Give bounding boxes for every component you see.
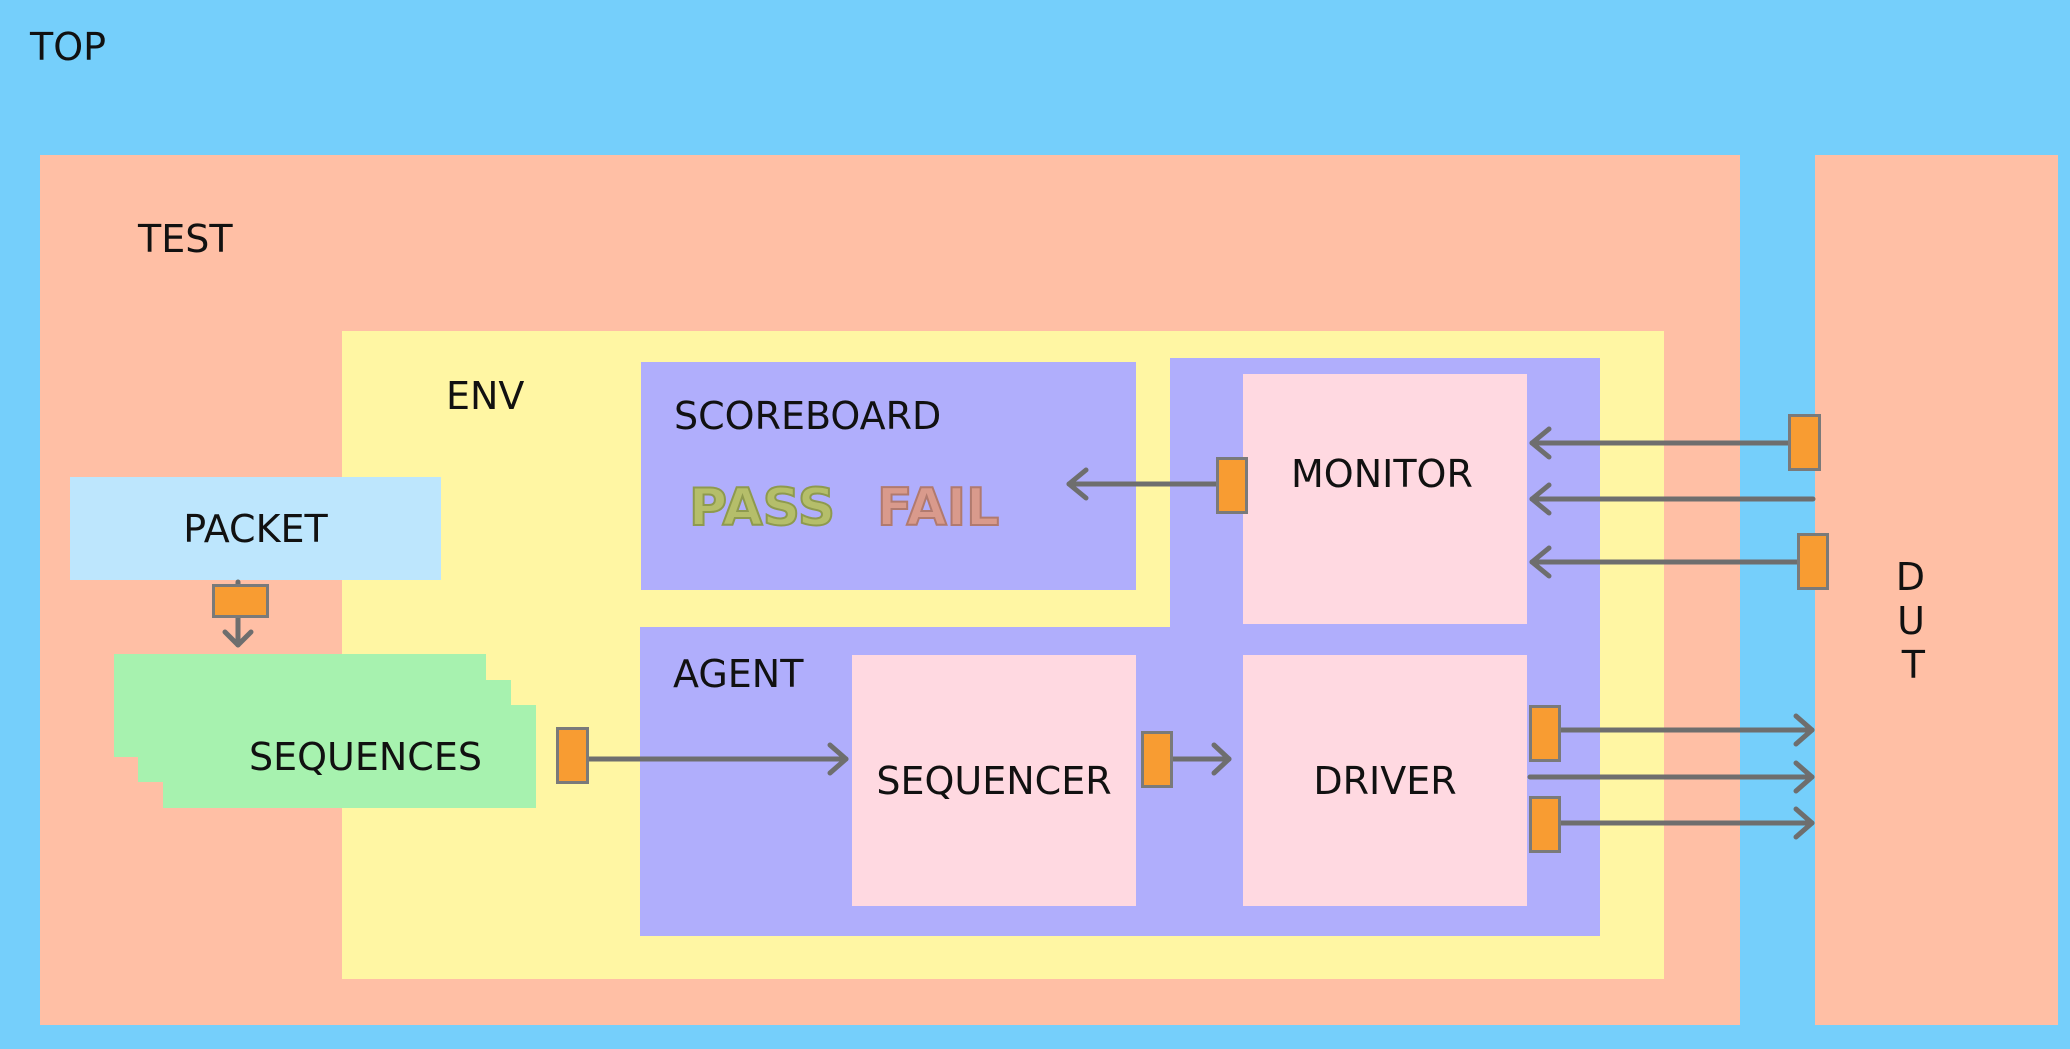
driver-label: DRIVER [1313,758,1457,803]
port-sequences [556,727,589,784]
port-sequencer [1141,731,1173,788]
sequences-block: SEQUENCES [163,705,536,808]
driver-block: DRIVER [1243,655,1527,906]
pass-label: PASS [688,477,836,539]
monitor-block: MONITOR [1243,374,1527,624]
port-dut-out-3 [1797,533,1829,590]
port-monitor-analysis [1216,457,1248,514]
sequences-label: SEQUENCES [249,735,482,779]
port-driver-3 [1529,796,1561,853]
port-driver-1 [1529,705,1561,762]
port-dut-out-1 [1788,414,1821,471]
scoreboard-block: SCOREBOARD PASS FAIL [641,362,1136,590]
test-label: TEST [138,217,233,261]
port-packet [212,584,269,618]
packet-label: PACKET [183,506,328,551]
packet-block: PACKET [70,477,441,580]
sequencer-block: SEQUENCER [852,655,1136,906]
top-label: TOP [30,25,107,69]
dut-block: D U T [1815,155,2058,1025]
env-label: ENV [446,374,525,418]
monitor-label: MONITOR [1291,452,1473,496]
agent-label: AGENT [673,652,804,696]
sequencer-label: SEQUENCER [876,758,1112,803]
dut-label: D U T [1895,555,1925,687]
scoreboard-label: SCOREBOARD [674,394,942,438]
fail-label: FAIL [876,477,1000,539]
